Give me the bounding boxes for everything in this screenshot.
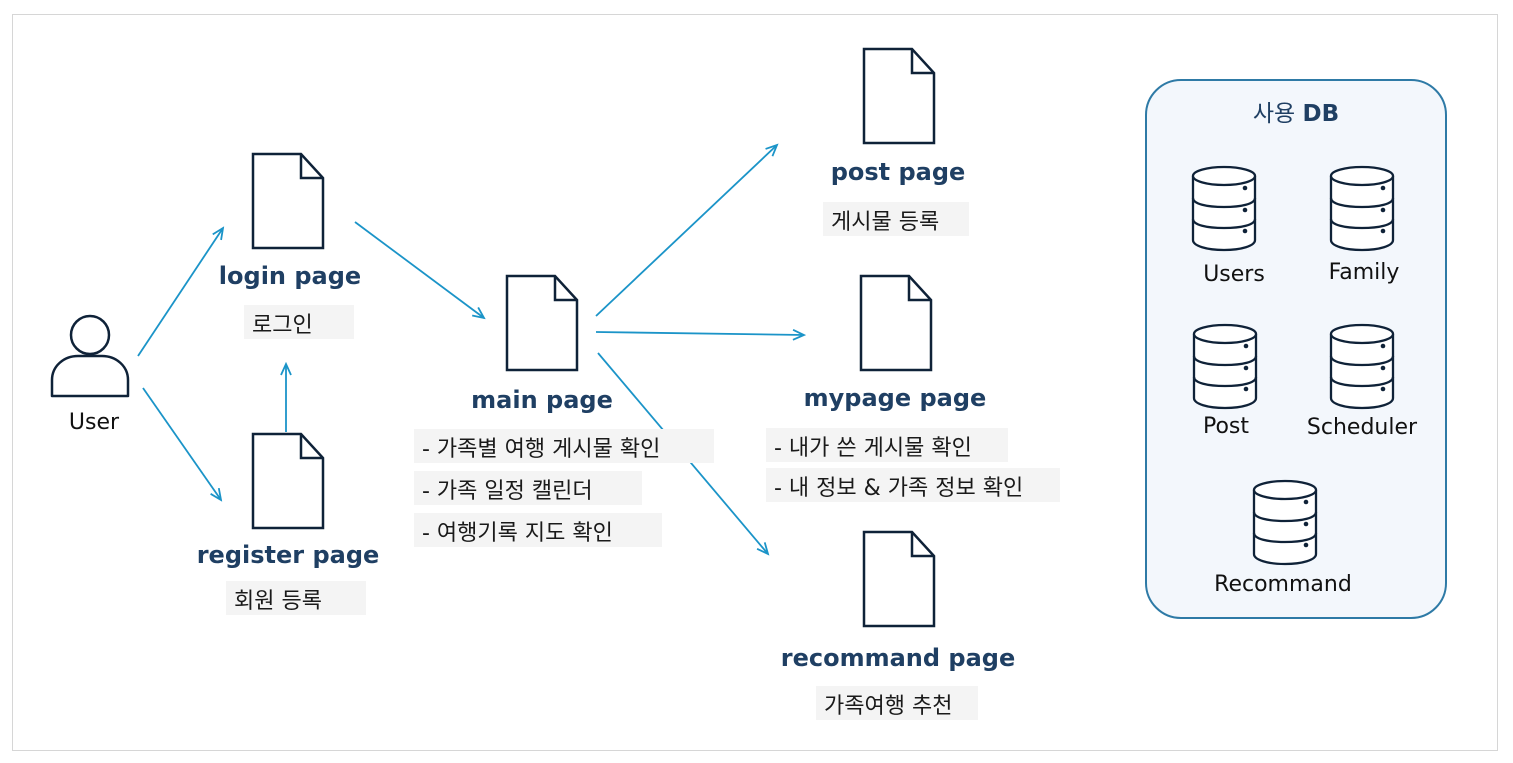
main-page-item: - 여행기록 지도 확인 xyxy=(414,513,662,547)
mypage-page-title: mypage page xyxy=(803,384,987,412)
recommand-page-desc: 가족여행 추천 xyxy=(816,686,978,720)
register-page-title: register page xyxy=(196,541,380,569)
post-page-title: post page xyxy=(830,158,966,186)
login-page-title: login page xyxy=(218,262,362,290)
db-table-label: Scheduler xyxy=(1306,415,1418,440)
arrow-main-to-post xyxy=(595,145,777,317)
recommand-page-title: recommand page xyxy=(780,644,1016,672)
database-icon xyxy=(1191,165,1257,252)
mypage-page-item: - 내 정보 & 가족 정보 확인 xyxy=(766,468,1060,502)
arrow-login-to-main xyxy=(354,221,484,318)
database-icon xyxy=(1252,479,1318,566)
db-table-label: Recommand xyxy=(1214,572,1352,597)
main-page-title: main page xyxy=(471,386,613,414)
login-page-desc: 로그인 xyxy=(244,305,354,339)
main-page-item: - 가족 일정 캘린더 xyxy=(414,471,642,505)
db-table-label: Users xyxy=(1203,262,1265,287)
mypage-page-item: - 내가 쓴 게시물 확인 xyxy=(766,428,1008,462)
arrow-user-to-login xyxy=(137,228,223,357)
main-page-item: - 가족별 여행 게시물 확인 xyxy=(414,429,714,463)
database-icon xyxy=(1192,323,1258,410)
database-icon xyxy=(1329,323,1395,410)
arrow-main-to-mypage xyxy=(595,332,804,335)
user-label: User xyxy=(68,410,120,435)
db-title-bold: DB xyxy=(1302,101,1340,127)
arrow-user-to-register xyxy=(142,387,221,500)
db-title-prefix: 사용 xyxy=(1252,101,1303,127)
database-icon xyxy=(1329,165,1395,252)
user-icon xyxy=(50,314,130,398)
register-page-desc: 회원 등록 xyxy=(226,581,366,615)
db-panel-title: 사용 DB xyxy=(1145,94,1447,128)
db-table-label: Family xyxy=(1328,260,1400,285)
db-table-label: Post xyxy=(1202,414,1250,439)
diagram-frame xyxy=(12,14,1498,751)
post-page-desc: 게시물 등록 xyxy=(823,202,969,236)
